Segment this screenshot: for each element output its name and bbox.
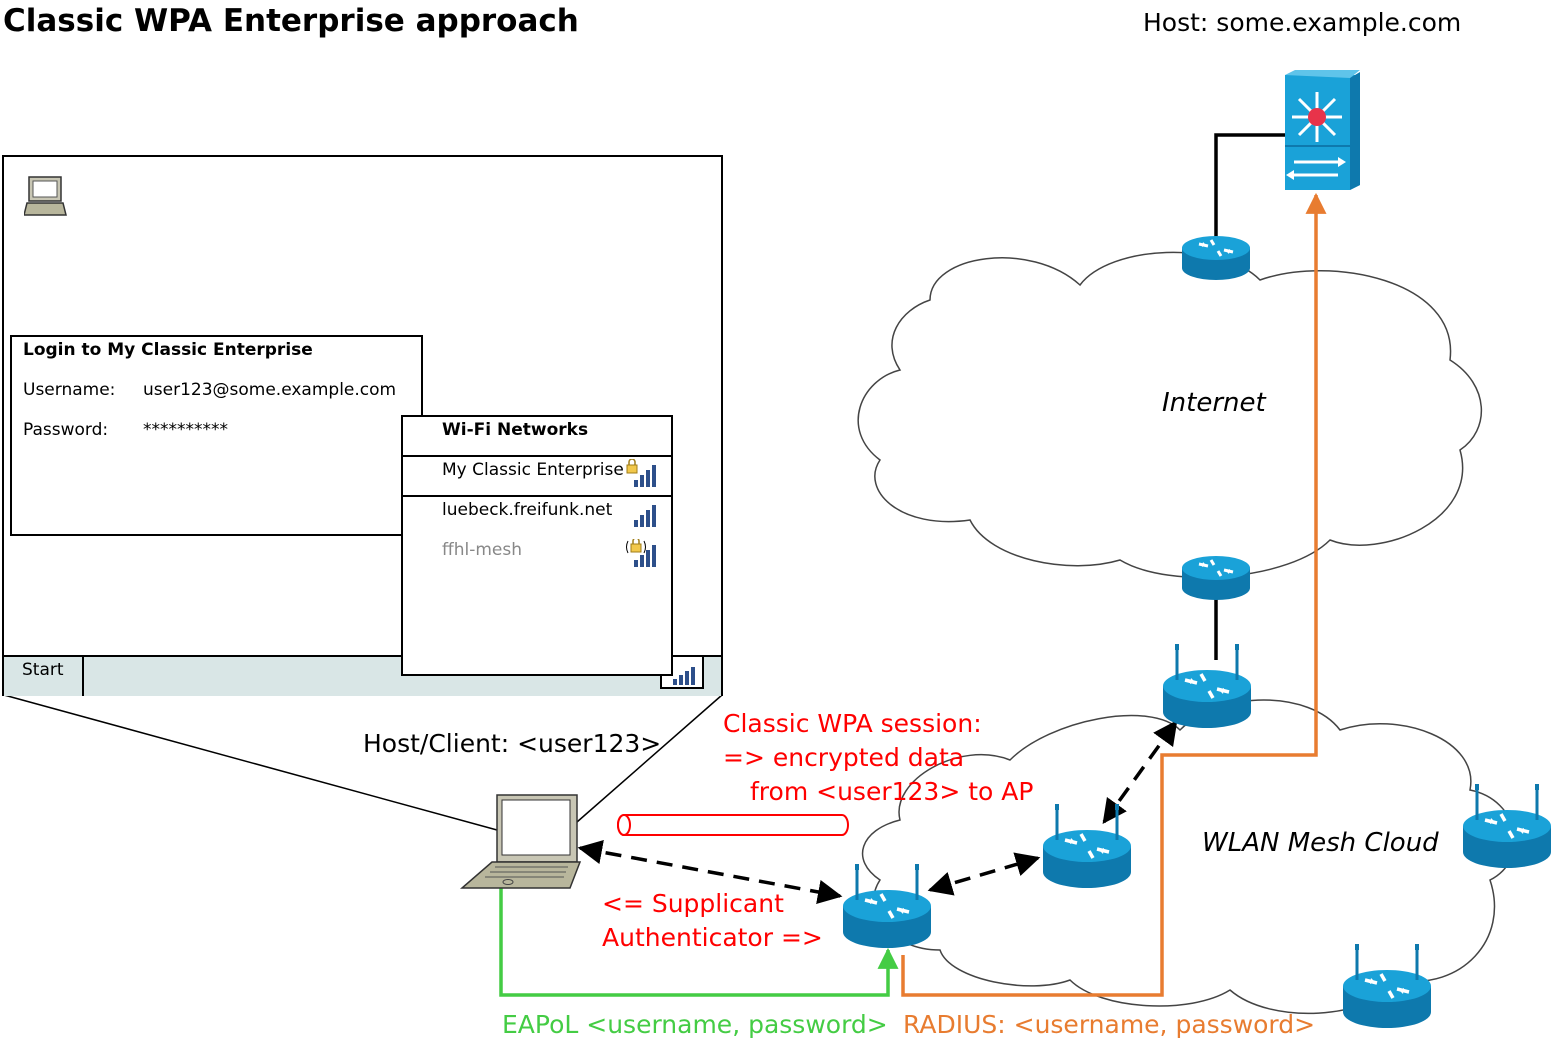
wifi-networks-panel: Wi-Fi Networks My Classic Enterprise lue… (401, 415, 673, 676)
wifi-panel-title: Wi-Fi Networks (442, 420, 589, 440)
laptop-icon (459, 794, 582, 889)
authenticator-label: Authenticator => (602, 923, 823, 952)
mesh-cloud-label: WLAN Mesh Cloud (1202, 828, 1439, 858)
diagram-title: Classic WPA Enterprise approach (3, 3, 579, 39)
wireless-link-client-ap (577, 839, 843, 905)
layer3-switch-icon (1285, 70, 1360, 190)
wifi-signal-icon (634, 505, 656, 527)
client-label: Host/Client: <user123> (363, 729, 662, 758)
cloud-icon (861, 699, 1516, 1015)
password-label: Password: (23, 420, 109, 440)
radius-link (901, 192, 1327, 997)
wifi-signal-locked-icon (626, 459, 656, 487)
login-dialog-title: Login to My Classic Enterprise (23, 340, 313, 360)
router-icon (1180, 234, 1252, 282)
wifi-network-name: luebeck.freifunk.net (442, 500, 613, 520)
eapol-link (499, 888, 899, 997)
internet-label: Internet (1162, 388, 1266, 418)
username-field[interactable]: user123@some.example.com (143, 380, 397, 400)
start-button[interactable]: Start (4, 657, 84, 696)
username-label: Username: (23, 380, 116, 400)
computer-icon[interactable] (24, 175, 68, 219)
wifi-network-item[interactable]: My Classic Enterprise (403, 457, 671, 497)
wireless-link-ap-mesh (927, 852, 1041, 896)
wireless-link-mesh-gw (1102, 720, 1178, 824)
password-field[interactable]: ********** (143, 420, 228, 440)
link-internet-host (1214, 133, 1285, 245)
router-icon (1180, 554, 1252, 602)
session-note-line3: from <user123> to AP (750, 777, 1034, 806)
wireless-router-icon (1461, 782, 1553, 870)
supplicant-label: <= Supplicant (602, 889, 784, 918)
radius-label: RADIUS: <username, password> (903, 1010, 1316, 1039)
wifi-network-item[interactable]: luebeck.freifunk.net (403, 497, 671, 535)
session-tunnel-icon (617, 814, 849, 836)
host-label: Host: some.example.com (1143, 8, 1462, 37)
wifi-network-item[interactable]: ffhl-mesh (403, 537, 671, 575)
wifi-signal-icon (673, 667, 695, 685)
wifi-network-name: My Classic Enterprise (442, 460, 624, 480)
eapol-label: EAPoL <username, password> (502, 1010, 888, 1039)
start-label: Start (22, 660, 64, 680)
session-note-line2: => encrypted data (723, 743, 965, 772)
wifi-signal-locked-icon (626, 539, 656, 567)
wireless-router-icon (1161, 642, 1253, 730)
wifi-panel-header: Wi-Fi Networks (403, 417, 671, 457)
wifi-network-name: ffhl-mesh (442, 540, 522, 560)
session-note-line1: Classic WPA session: (723, 709, 982, 738)
login-dialog: Login to My Classic Enterprise Username:… (10, 335, 423, 536)
